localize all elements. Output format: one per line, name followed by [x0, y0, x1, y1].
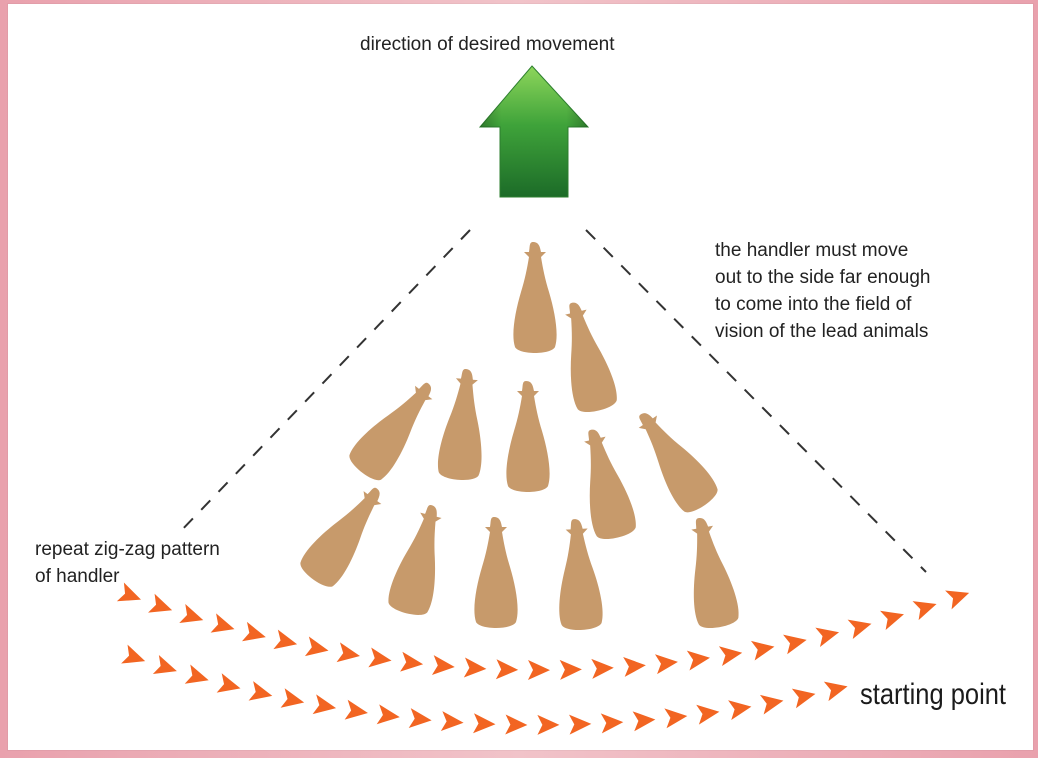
- handler-arrowhead-icon: [248, 681, 273, 701]
- handler-arrowhead-icon: [664, 708, 688, 729]
- animal-icon: [506, 381, 550, 492]
- handler-arrowhead-icon: [728, 700, 752, 721]
- handler-arrowhead-icon: [440, 711, 464, 732]
- handler-arrowhead-icon: [783, 634, 807, 655]
- handler-arrowhead-icon: [632, 711, 656, 732]
- handler-arrowhead-icon: [527, 659, 550, 680]
- handler-arrowhead-icon: [912, 601, 937, 621]
- animal-icon: [624, 401, 723, 518]
- handler-arrowhead-icon: [216, 673, 241, 693]
- animal-icon: [344, 371, 447, 486]
- handler-arrowhead-icon: [815, 627, 840, 648]
- handler-arrowhead-icon: [880, 610, 904, 630]
- handler-arrowhead-icon: [463, 657, 487, 678]
- handler-arrowhead-icon: [152, 654, 177, 675]
- handler-arrowhead-icon: [179, 603, 204, 624]
- handler-arrowhead-icon: [623, 656, 646, 677]
- handler-arrowhead-icon: [495, 659, 519, 680]
- direction-label: direction of desired movement: [360, 34, 615, 55]
- starting-point-label: starting point: [860, 678, 1007, 711]
- handler-arrowhead-icon: [242, 621, 266, 642]
- handler-arrowhead-icon: [505, 714, 528, 735]
- handler-arrowhead-icon: [273, 629, 298, 650]
- diagram-svg: [116, 65, 970, 735]
- handler-arrowhead-icon: [945, 590, 970, 610]
- handler-arrowhead-icon: [280, 688, 305, 708]
- handler-arrowhead-icon: [600, 713, 624, 734]
- handler-arrowhead-icon: [184, 664, 209, 684]
- handler-arrowhead-icon: [148, 593, 173, 613]
- handler-arrowhead-icon: [696, 704, 720, 725]
- herd: [295, 242, 742, 632]
- handler-arrowhead-icon: [368, 647, 392, 668]
- handler-arrowhead-icon: [121, 644, 146, 664]
- handler-arrowhead-icon: [791, 688, 816, 709]
- animal-icon: [513, 242, 557, 353]
- handler-path-back: [121, 644, 848, 735]
- dashed-line-left: [177, 229, 471, 535]
- diagram-canvas: direction of desired movement the handle…: [8, 4, 1033, 750]
- handler-arrowhead-icon: [312, 694, 337, 715]
- handler-note: the handler must move out to the side fa…: [715, 240, 931, 342]
- handler-arrowhead-icon: [537, 714, 560, 735]
- handler-arrowhead-icon: [344, 699, 368, 720]
- animal-icon: [679, 514, 742, 631]
- handler-arrowhead-icon: [591, 658, 614, 679]
- handler-arrowhead-icon: [686, 650, 710, 671]
- handler-arrowhead-icon: [431, 655, 455, 676]
- handler-arrowhead-icon: [376, 704, 400, 725]
- handler-arrowhead-icon: [559, 659, 582, 680]
- dashed-line-right: [585, 229, 927, 573]
- handler-arrowhead-icon: [304, 636, 329, 657]
- handler-arrowhead-icon: [759, 694, 784, 715]
- handler-arrowhead-icon: [654, 654, 678, 675]
- handler-arrowhead-icon: [408, 708, 432, 729]
- handler-arrowhead-icon: [847, 619, 872, 640]
- handler-arrowhead-icon: [116, 582, 141, 602]
- animal-icon: [436, 367, 490, 482]
- animal-icon: [385, 500, 455, 619]
- handler-arrowhead-icon: [400, 651, 424, 672]
- handler-arrowhead-icon: [823, 681, 848, 702]
- handler-arrowhead-icon: [569, 714, 592, 735]
- handler-arrowhead-icon: [750, 640, 775, 661]
- handler-arrowhead-icon: [718, 646, 743, 667]
- zigzag-note: repeat zig-zag pattern of handler: [35, 539, 220, 587]
- animal-icon: [474, 517, 518, 628]
- animal-icon: [552, 297, 620, 416]
- animal-icon: [571, 424, 639, 543]
- handler-arrowhead-icon: [336, 642, 360, 663]
- handler-arrowhead-icon: [473, 713, 496, 734]
- handler-arrowhead-icon: [210, 613, 235, 633]
- up-arrow-icon: [478, 65, 590, 198]
- handler-path-forward: [116, 582, 970, 680]
